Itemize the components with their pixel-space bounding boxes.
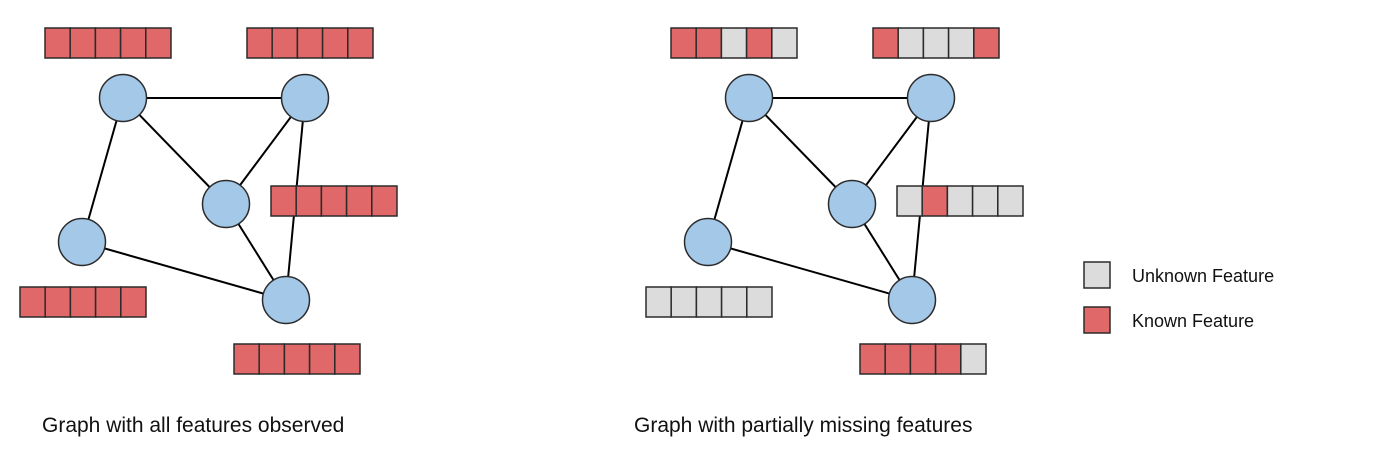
unknown-feature-cell: [971, 185, 999, 217]
known-feature-cell: [94, 286, 122, 318]
left-edge-3: [81, 97, 124, 243]
right-edge-3: [707, 97, 750, 243]
left-feature-vector-2: [246, 27, 374, 59]
known-feature-cell: [909, 343, 937, 375]
known-feature-cell: [44, 286, 72, 318]
left-node-2: [280, 73, 330, 123]
known-feature-cell: [973, 27, 1000, 59]
left-node-3: [201, 179, 251, 229]
unknown-feature-cell: [947, 27, 975, 59]
right-node-4: [683, 217, 733, 267]
known-feature-cell: [44, 27, 71, 59]
legend-unknown-label: Unknown Feature: [1132, 266, 1274, 286]
right-feature-vector-5: [859, 343, 987, 375]
left-feature-vector-4: [19, 286, 147, 318]
known-feature-cell: [295, 185, 323, 217]
known-feature-cell: [334, 343, 361, 375]
unknown-feature-cell: [922, 27, 950, 59]
legend: Unknown Feature Known Feature: [1083, 261, 1274, 334]
unknown-feature-cell: [997, 185, 1024, 217]
left-feature-vector-5: [233, 343, 361, 375]
known-feature-cell: [258, 343, 286, 375]
known-feature-cell: [347, 27, 374, 59]
left-edge-2: [122, 97, 227, 205]
known-feature-cell: [921, 185, 949, 217]
unknown-feature-cell: [645, 286, 672, 318]
unknown-feature-cell: [771, 27, 798, 59]
legend-known-label: Known Feature: [1132, 311, 1254, 331]
left-node-5: [261, 275, 311, 325]
known-feature-cell: [69, 286, 97, 318]
known-feature-cell: [308, 343, 336, 375]
unknown-feature-cell: [897, 27, 925, 59]
known-feature-cell: [695, 27, 723, 59]
right-feature-vector-4: [645, 286, 773, 318]
left-graph: [19, 27, 398, 375]
known-feature-cell: [670, 27, 697, 59]
unknown-feature-cell: [720, 286, 748, 318]
legend-unknown-swatch: [1083, 261, 1111, 289]
known-feature-cell: [859, 343, 886, 375]
known-feature-cell: [934, 343, 962, 375]
known-feature-cell: [320, 185, 348, 217]
right-edge-7: [707, 241, 913, 301]
left-feature-vector-3: [270, 185, 398, 217]
right-feature-vector-3: [896, 185, 1024, 217]
known-feature-cell: [296, 27, 324, 59]
right-node-5: [887, 275, 937, 325]
right-edge-2: [748, 97, 853, 205]
left-node-1: [98, 73, 148, 123]
known-feature-cell: [270, 185, 297, 217]
known-feature-cell: [69, 27, 97, 59]
known-feature-cell: [119, 27, 147, 59]
known-feature-cell: [283, 343, 311, 375]
known-feature-cell: [745, 27, 773, 59]
right-graph-caption: Graph with partially missing features: [634, 414, 972, 437]
right-node-1: [724, 73, 774, 123]
known-feature-cell: [120, 286, 147, 318]
left-feature-vector-1: [44, 27, 172, 59]
known-feature-cell: [19, 286, 46, 318]
right-graph: [645, 27, 1024, 375]
known-feature-cell: [345, 185, 373, 217]
right-node-3: [827, 179, 877, 229]
known-feature-cell: [271, 27, 299, 59]
known-feature-cell: [872, 27, 899, 59]
right-node-2: [906, 73, 956, 123]
known-feature-cell: [145, 27, 172, 59]
unknown-feature-cell: [695, 286, 723, 318]
known-feature-cell: [321, 27, 349, 59]
unknown-feature-cell: [960, 343, 987, 375]
left-graph-caption: Graph with all features observed: [42, 414, 344, 437]
known-feature-cell: [233, 343, 260, 375]
right-feature-vector-2: [872, 27, 1000, 59]
unknown-feature-cell: [746, 286, 773, 318]
legend-known-swatch: [1083, 306, 1111, 334]
left-node-4: [57, 217, 107, 267]
known-feature-cell: [371, 185, 398, 217]
left-edge-7: [81, 241, 287, 301]
known-feature-cell: [94, 27, 122, 59]
right-feature-vector-1: [670, 27, 798, 59]
unknown-feature-cell: [720, 27, 748, 59]
unknown-feature-cell: [670, 286, 698, 318]
unknown-feature-cell: [946, 185, 974, 217]
known-feature-cell: [884, 343, 912, 375]
unknown-feature-cell: [896, 185, 923, 217]
known-feature-cell: [246, 27, 273, 59]
